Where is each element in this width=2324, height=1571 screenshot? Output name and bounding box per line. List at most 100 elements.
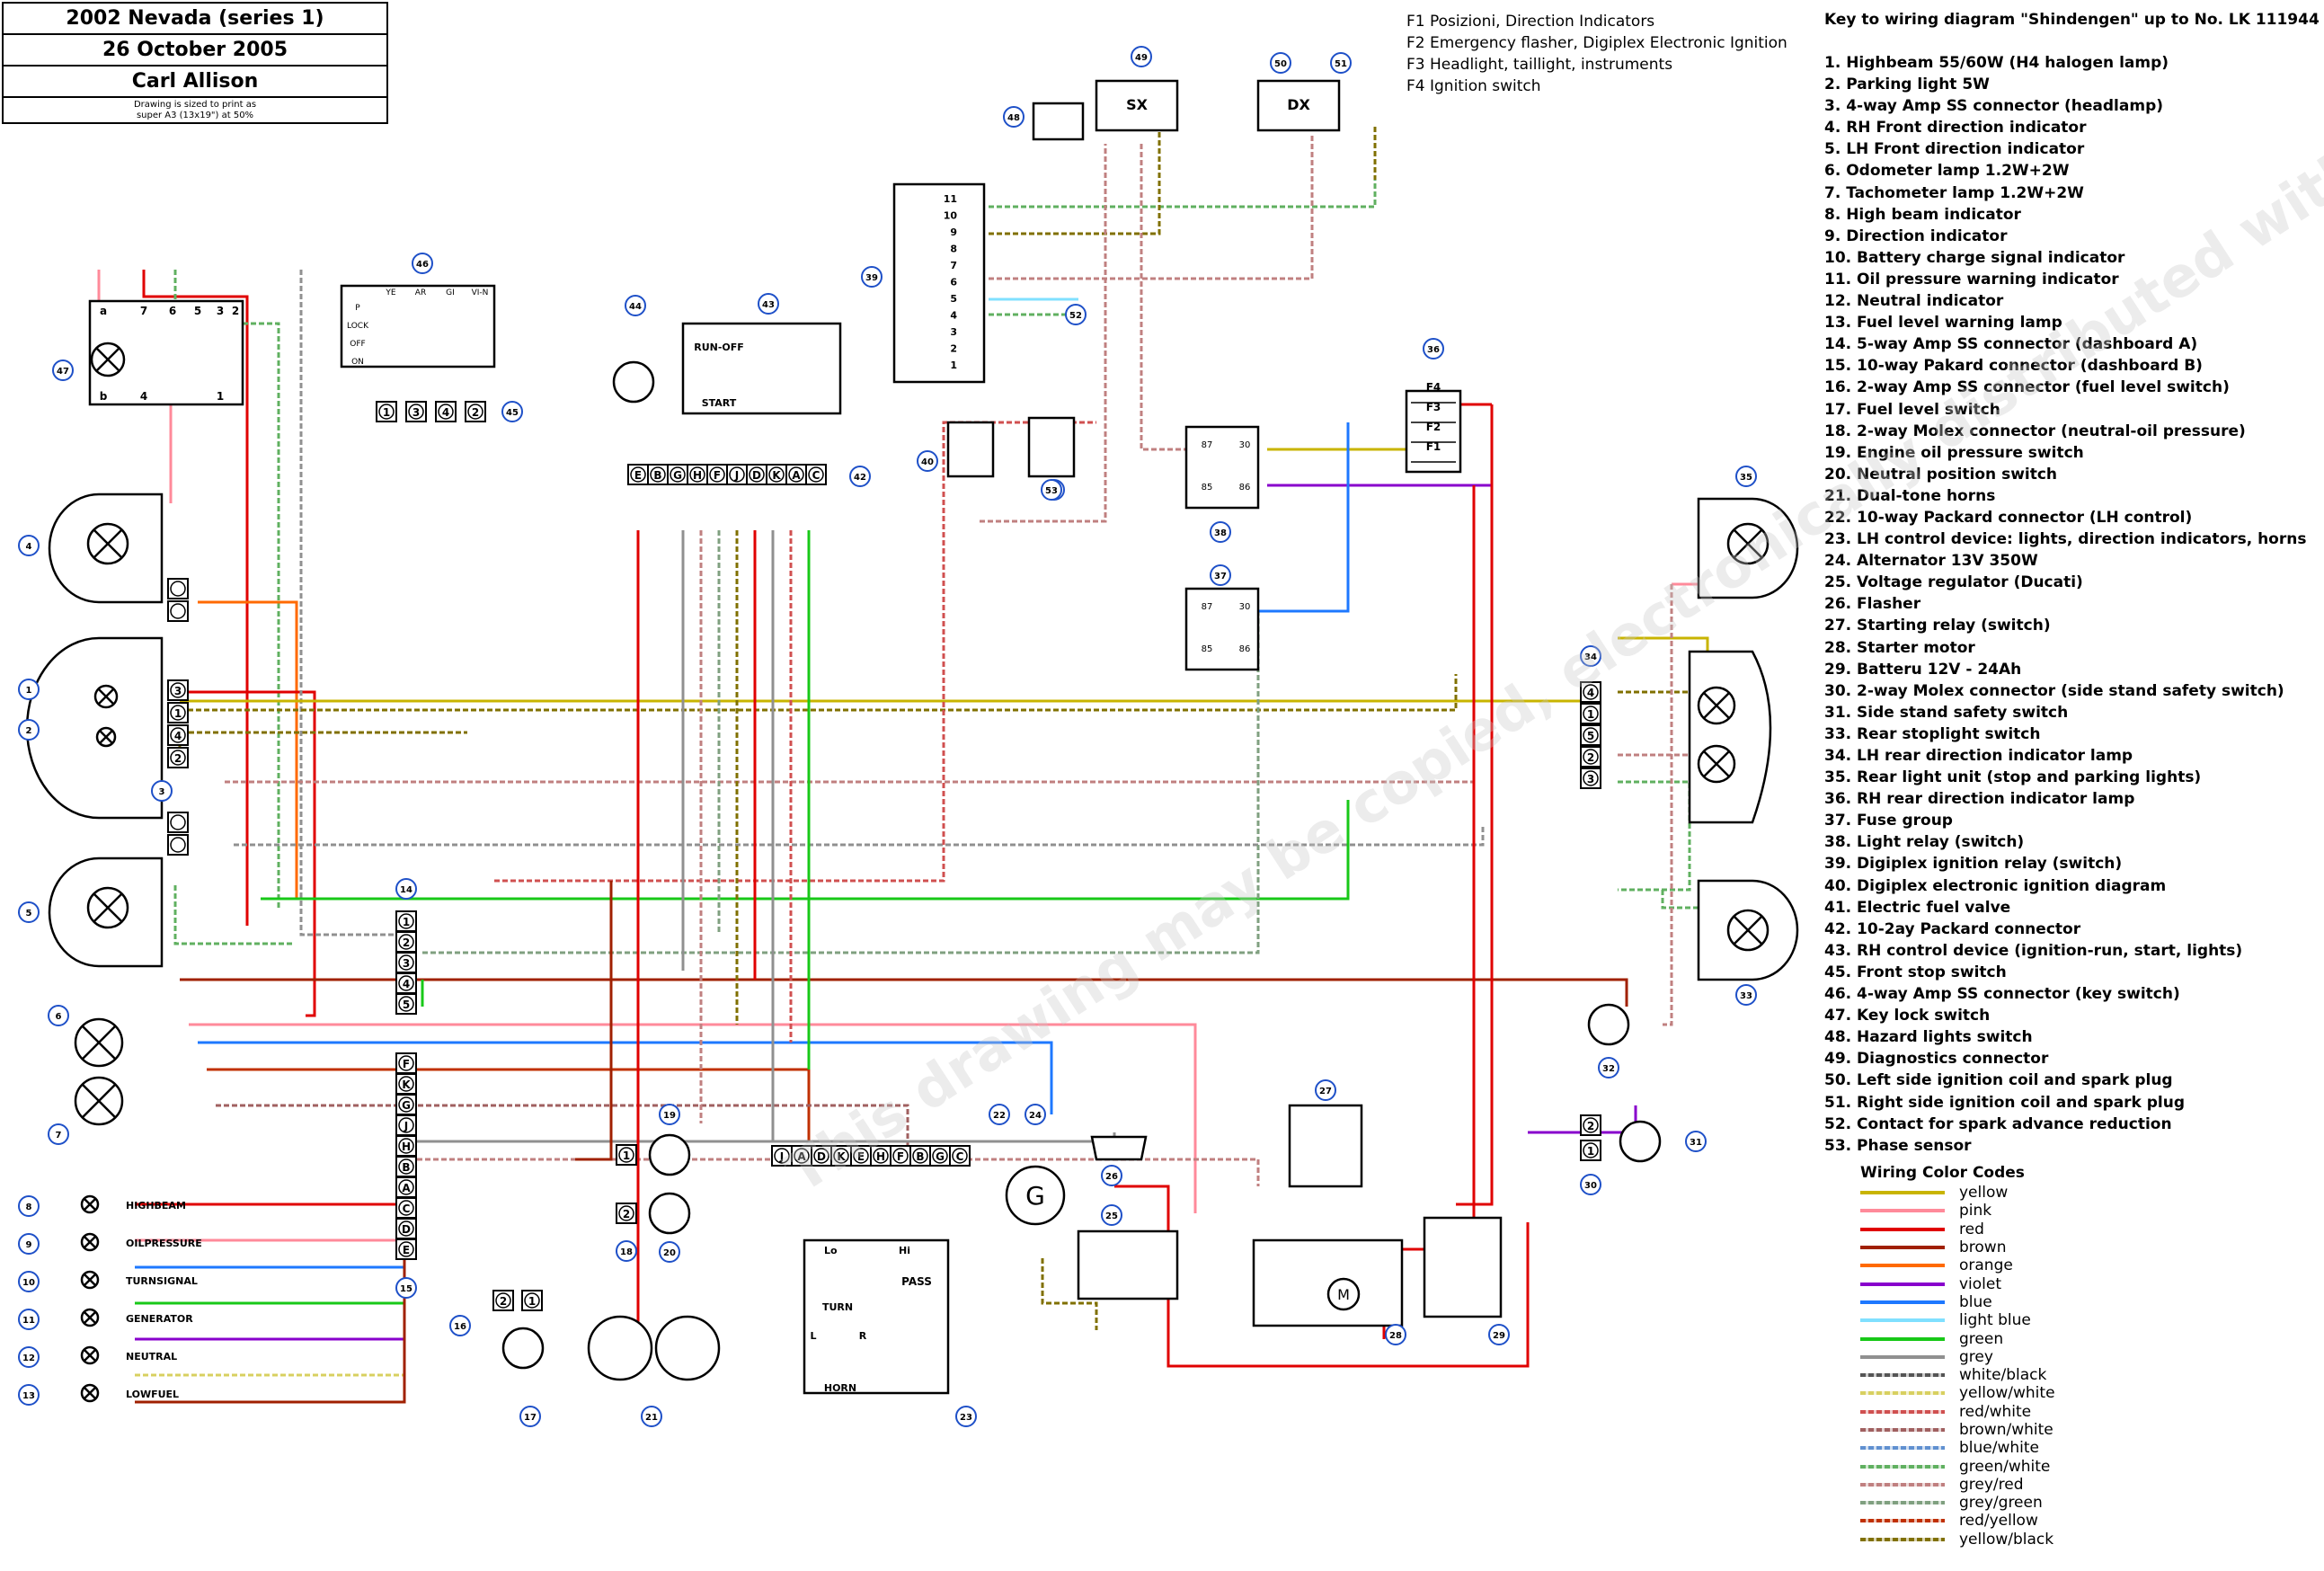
key-item: 6. Odometer lamp 1.2W+2W (1824, 162, 2070, 181)
conn34-pin-label: 2 (1587, 751, 1594, 764)
callout-number: 25 (1105, 1212, 1118, 1221)
legend-swatch (1860, 1391, 1945, 1396)
callout-number: 42 (854, 473, 866, 483)
legend-row: green/white (1860, 1457, 2055, 1476)
conn-front-left-pin-ring (170, 837, 186, 853)
fuse-label: F2 (1426, 421, 1441, 433)
legend-row: blue (1860, 1293, 2055, 1311)
wire (1456, 404, 1494, 1206)
callout-number: 3 (159, 787, 165, 797)
conn18-pin-label: 1 (623, 1149, 630, 1162)
conn30-pin-ring (1583, 1117, 1599, 1133)
key-item: 28. Starter motor (1824, 638, 1975, 657)
callout-circle (1210, 521, 1231, 543)
callout-number: 23 (960, 1413, 972, 1423)
conn42-pin-label: K (772, 469, 781, 482)
conn46-pin-ring (408, 404, 424, 420)
conn30-pin-label: 1 (1587, 1145, 1594, 1158)
starter-motor (1252, 1238, 1404, 1327)
side-stand-switch (1619, 1120, 1662, 1163)
callout-number: 20 (663, 1248, 676, 1258)
conn22-pin-ring (794, 1148, 810, 1164)
callout-number: 53 (1045, 486, 1058, 496)
callout-circle (861, 266, 883, 288)
legend-label: blue/white (1959, 1439, 2040, 1458)
voltage-regulator (1077, 1229, 1179, 1300)
key-row-label: OFF (350, 340, 365, 349)
left-ignition-coil (1095, 79, 1179, 132)
conn14-pin-label: 2 (403, 936, 410, 949)
key-item: 30. 2-way Molex connector (side stand sa… (1824, 681, 2284, 700)
legend-swatch (1860, 1446, 1945, 1451)
conn42-pin-label: H (693, 469, 702, 482)
conn22-pin-ring (892, 1148, 909, 1164)
legend-label: green (1959, 1329, 2004, 1348)
key-item: 52. Contact for spark advance reduction (1824, 1114, 2172, 1133)
legend-swatch (1860, 1336, 1945, 1341)
callout-circle (18, 679, 40, 700)
legend-row: yellow/black (1860, 1531, 2055, 1549)
callout-number: 24 (1029, 1111, 1042, 1121)
callout-circle (18, 901, 40, 923)
key-item: 15. 10-way Pakard connector (dashboard B… (1824, 357, 2203, 376)
legend-row: red/yellow (1860, 1512, 2055, 1530)
callout-circle (1041, 479, 1062, 501)
key-item: 13. Fuel level warning lamp (1824, 314, 2062, 333)
key-item: 7. Tachometer lamp 1.2W+2W (1824, 183, 2084, 202)
key-item: 26. Flasher (1824, 595, 1921, 614)
key-item: 10. Battery charge signal indicator (1824, 248, 2125, 267)
legend-swatch (1860, 1428, 1945, 1432)
relay38-pin-label: 85 (1202, 644, 1213, 654)
conn15-pin-label: C (403, 1203, 411, 1215)
callout-circle (501, 401, 523, 422)
relay39-pin-label: 86 (1239, 483, 1251, 493)
callout-circle (18, 1271, 40, 1292)
key47-pin-label: 2 (232, 305, 239, 317)
legend-label: yellow (1959, 1184, 2009, 1203)
legend-label: pink (1959, 1202, 1992, 1220)
relay38-pin-label: 30 (1239, 602, 1251, 612)
key-item: 20. Neutral position switch (1824, 465, 2058, 484)
conn3-pin-ring (170, 705, 186, 721)
wire (409, 1158, 1260, 1186)
conn16-pin-ring (524, 1292, 540, 1309)
legend-row: white/black (1860, 1366, 2055, 1384)
callout-circle (18, 719, 40, 741)
fuse-label: F4 (1426, 381, 1441, 394)
key-item: 4. RH Front direction indicator (1824, 119, 2087, 138)
legend-row: orange (1860, 1256, 2055, 1274)
callout-number: 50 (1274, 59, 1287, 69)
key47-pin-label: 7 (140, 305, 147, 317)
key47-pin-label: 5 (194, 305, 201, 317)
relay38-pin-label: 86 (1239, 644, 1251, 654)
turn-left-label: L (810, 1330, 816, 1342)
key-item: 5. LH Front direction indicator (1824, 140, 2085, 159)
key-item: 24. Alternator 13V 350W (1824, 552, 2038, 571)
conn15-pin-ring (398, 1179, 414, 1195)
front-stop-switch (612, 360, 655, 404)
wire (1140, 144, 1204, 451)
digiplex-pin-label: 6 (950, 277, 957, 288)
callout-circle (519, 1406, 541, 1427)
callout-circle (1003, 106, 1025, 128)
callout-number: 35 (1740, 473, 1752, 483)
callout-number: 14 (400, 885, 412, 895)
conn42-pin-label: F (714, 469, 721, 482)
key-col-label: YE (385, 288, 395, 297)
conn14-pin-label: 3 (403, 957, 410, 970)
coil-dx-label: DX (1287, 96, 1310, 113)
callout-circle (1598, 1057, 1619, 1078)
key-col-label: AR (415, 288, 426, 297)
conn34-pin-ring (1583, 684, 1599, 700)
title-author: Carl Allison (4, 67, 386, 98)
conn22-pin-label: F (897, 1150, 904, 1163)
key-item: 35. Rear light unit (stop and parking li… (1824, 768, 2202, 787)
wire (989, 135, 1314, 280)
conn22-pin-label: D (817, 1150, 826, 1163)
callout-number: 21 (645, 1413, 658, 1423)
starter-label: M (1337, 1286, 1350, 1303)
callout-circle (1270, 52, 1291, 74)
key-item: 18. 2-way Molex connector (neutral-oil p… (1824, 422, 2246, 440)
battery (1423, 1216, 1503, 1318)
